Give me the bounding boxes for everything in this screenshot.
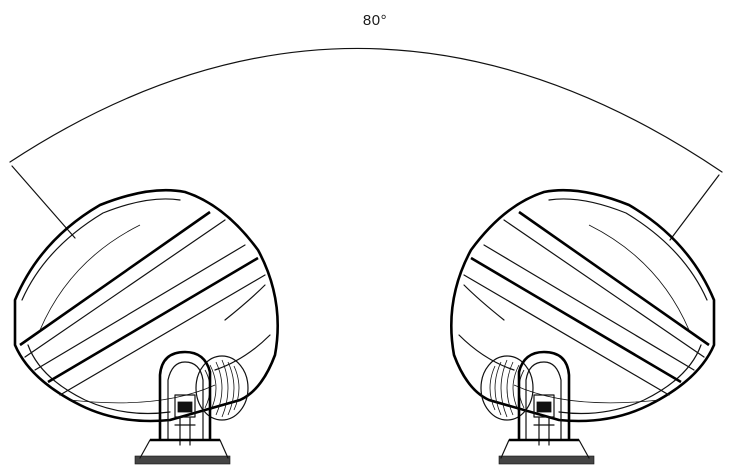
left-speaker xyxy=(13,188,280,465)
angle-label: 80° xyxy=(362,12,388,29)
angle-arc xyxy=(9,47,723,173)
right-speaker xyxy=(449,188,716,465)
left-extension-line xyxy=(11,165,76,239)
right-extension-line xyxy=(669,174,720,241)
